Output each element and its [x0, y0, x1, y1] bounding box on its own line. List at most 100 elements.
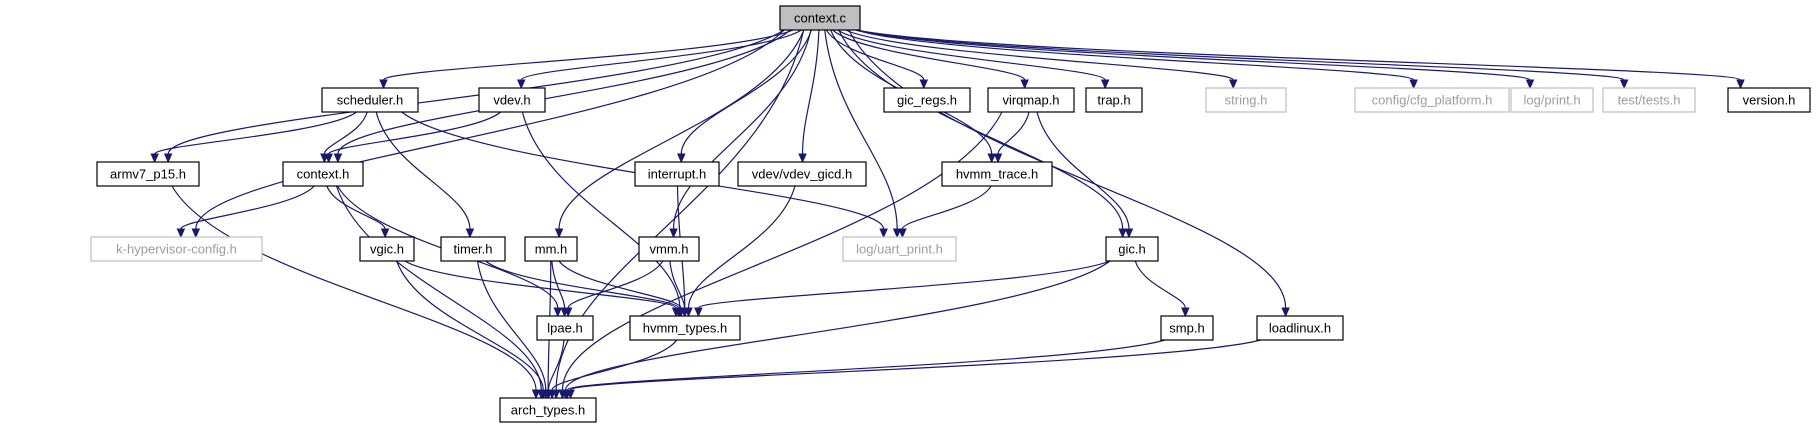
arrowhead-lpae-h — [563, 307, 573, 318]
node-label: vdev/vdev_gicd.h — [752, 167, 852, 182]
node-box — [90, 236, 263, 262]
node-vdev-vdev-gicd-h[interactable]: vdev/vdev_gicd.h — [737, 161, 867, 187]
node-box — [478, 87, 546, 113]
node-timer-h[interactable]: timer.h — [440, 236, 506, 262]
edge-context-h-to-vgic-h — [326, 185, 386, 230]
node-trap-h[interactable]: trap.h — [1085, 87, 1143, 113]
arrowhead-armv7-p15-h — [163, 153, 173, 164]
node-box — [987, 87, 1075, 113]
edge-context-c-to-virqmap-h — [832, 29, 1026, 81]
node-label: gic.h — [1118, 242, 1145, 257]
node-mm-h[interactable]: mm.h — [524, 236, 578, 262]
node-label: log/print.h — [1523, 93, 1580, 108]
node-box — [779, 5, 861, 31]
edge-mm-h-to-lpae-h — [551, 260, 566, 309]
node-box — [440, 236, 506, 262]
edge-vgic-h-to-hvmm-types-h — [404, 260, 677, 309]
node-k-hypervisor-config-h: k-hypervisor-config.h — [90, 236, 263, 262]
node-interrupt-h[interactable]: interrupt.h — [634, 161, 720, 187]
arrowhead-vmm-h — [669, 228, 678, 239]
node-box — [1256, 315, 1344, 341]
node-log-uart-print-h: log/uart_print.h — [842, 236, 957, 262]
node-scheduler-h[interactable]: scheduler.h — [321, 87, 419, 113]
edge-context-c-to-loadlinux-h — [848, 29, 1287, 309]
arrowhead-vdev-gicd-h — [798, 153, 807, 164]
node-virqmap-h[interactable]: virqmap.h — [987, 87, 1075, 113]
node-box — [883, 87, 971, 113]
edge-vgic-h-to-arch-types-h — [396, 260, 544, 391]
arrowhead-gic-h — [1118, 228, 1127, 239]
node-box — [1205, 87, 1287, 113]
node-test-tests-h: test/tests.h — [1602, 87, 1696, 113]
node-arch-types-h[interactable]: arch_types.h — [499, 397, 597, 423]
node-label: context.c — [794, 11, 847, 26]
node-label: smp.h — [1169, 321, 1204, 336]
edge-loadlinux-h-to-arch-types-h — [569, 339, 1262, 391]
node-label: loadlinux.h — [1269, 321, 1331, 336]
arrowhead-hvmm-trace-h — [987, 153, 996, 164]
node-label: lpae.h — [547, 321, 582, 336]
edge-timer-h-to-arch-types-h — [476, 260, 547, 391]
node-box — [1085, 87, 1143, 113]
node-vgic-h[interactable]: vgic.h — [359, 236, 415, 262]
node-loadlinux-h[interactable]: loadlinux.h — [1256, 315, 1344, 341]
node-label: config/cfg_platform.h — [1372, 93, 1493, 108]
node-box — [1105, 236, 1159, 262]
node-layer: context.c scheduler.h vdev.h gic_regs.h virq… — [90, 5, 1811, 423]
node-box — [359, 236, 415, 262]
arrowhead-virqmap-h — [1020, 79, 1029, 90]
arrowhead-interrupt-h — [677, 153, 686, 164]
edge-context-c-to-version-h — [855, 29, 1742, 81]
node-armv7-p15-h[interactable]: armv7_p15.h — [96, 161, 200, 187]
node-version-h[interactable]: version.h — [1727, 87, 1811, 113]
node-box — [1354, 87, 1510, 113]
arrowhead-hvmm-types-h — [680, 307, 689, 318]
node-box — [842, 236, 957, 262]
node-box — [499, 397, 597, 423]
node-hvmm-trace-h[interactable]: hvmm_trace.h — [941, 161, 1053, 187]
node-box — [634, 161, 720, 187]
edge-smp-h-to-arch-types-h — [566, 339, 1166, 391]
arrowhead-gic-regs-h — [919, 79, 929, 90]
node-label: vmm.h — [650, 242, 689, 257]
node-label: hvmm_types.h — [643, 321, 728, 336]
node-box — [524, 236, 578, 262]
node-context-h[interactable]: context.h — [282, 161, 364, 187]
node-log-print-h: log/print.h — [1510, 87, 1594, 113]
node-vdev-h[interactable]: vdev.h — [478, 87, 546, 113]
node-label: gic_regs.h — [897, 93, 957, 108]
arrowhead-cfg-platform-h — [1409, 79, 1418, 90]
node-label: virqmap.h — [1002, 93, 1059, 108]
node-label: vdev.h — [493, 93, 530, 108]
node-label: log/uart_print.h — [856, 242, 943, 257]
edge-gic-h-to-hvmm-types-h — [697, 260, 1111, 309]
edge-virqmap-h-to-hvmm-trace-h — [997, 111, 1030, 155]
node-context-c[interactable]: context.c — [779, 5, 861, 31]
node-box — [638, 236, 700, 262]
edge-scheduler-h-to-context-h — [323, 111, 368, 155]
edge-context-c-to-test-tests-h — [855, 29, 1625, 81]
node-smp-h[interactable]: smp.h — [1160, 315, 1214, 341]
node-vmm-h[interactable]: vmm.h — [638, 236, 700, 262]
edge-context-h-to-khv-config-h — [180, 185, 315, 230]
arrowhead-timer-h — [465, 228, 475, 239]
node-box — [1510, 87, 1594, 113]
node-box — [282, 161, 364, 187]
node-box — [1160, 315, 1214, 341]
node-hvmm-types-h[interactable]: hvmm_types.h — [629, 315, 741, 341]
node-label: string.h — [1225, 93, 1268, 108]
edge-layer — [150, 29, 1745, 400]
node-gic-h[interactable]: gic.h — [1105, 236, 1159, 262]
edge-context-c-to-vdev-h — [520, 29, 802, 81]
node-lpae-h[interactable]: lpae.h — [536, 315, 594, 341]
edge-hvmm-trace-h-to-uart-print-h — [901, 185, 992, 230]
node-gic-regs-h[interactable]: gic_regs.h — [883, 87, 971, 113]
arrowhead-trap-h — [1100, 79, 1110, 90]
arrowhead-uart-print-h — [898, 228, 907, 239]
edge-context-c-to-string-h — [845, 29, 1234, 81]
node-label: hvmm_trace.h — [956, 167, 1038, 182]
arrowhead-scheduler-h — [379, 79, 388, 90]
edge-armv7-p15-h-to-arch-types-h — [171, 185, 537, 391]
edge-context-c-to-log-print-h — [855, 29, 1531, 81]
arrowhead-string-h — [1228, 79, 1238, 90]
